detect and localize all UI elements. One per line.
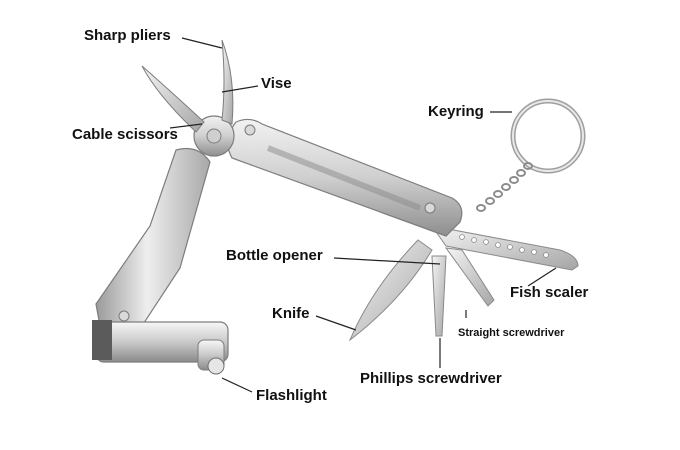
leader-line-fish-scaler <box>527 267 557 287</box>
knife-blade <box>348 239 433 342</box>
label-fish-scaler: Fish scaler <box>510 284 589 301</box>
leader-line-flashlight <box>221 377 253 393</box>
label-bottle-opener: Bottle opener <box>226 247 323 264</box>
label-phillips-screwdriver: Phillips screwdriver <box>360 370 502 387</box>
straight-screwdriver-tool <box>444 247 495 307</box>
fish-scaler-teeth <box>459 234 549 258</box>
label-knife: Knife <box>272 305 310 322</box>
leader-lines <box>169 37 557 393</box>
leader-line-sharp-pliers <box>181 37 223 49</box>
pliers-jaw-left <box>141 65 205 133</box>
rivet <box>424 202 436 214</box>
label-cable-scissors: Cable scissors <box>72 126 178 143</box>
phillips-screwdriver-tool <box>431 255 447 337</box>
leader-line-knife <box>315 315 357 331</box>
label-flashlight: Flashlight <box>256 387 327 404</box>
lower-handle <box>95 147 211 333</box>
label-straight-screwdriver: Straight screwdriver <box>458 327 565 339</box>
leader-line-vise <box>221 85 259 93</box>
pliers-jaw-right <box>221 39 234 125</box>
leader-line-bottle-opener <box>333 257 441 265</box>
label-sharp-pliers: Sharp pliers <box>84 27 171 44</box>
label-keyring: Keyring <box>428 103 484 120</box>
keyring <box>476 98 586 212</box>
fish-scaler-blade <box>430 225 579 271</box>
rivet <box>244 124 256 136</box>
label-vise: Vise <box>261 75 292 92</box>
flashlight <box>92 320 229 375</box>
rivet <box>118 310 130 322</box>
leader-line-cable-scissors <box>169 123 203 129</box>
keyring-chain <box>476 162 533 212</box>
flashlight-lens <box>207 357 225 375</box>
